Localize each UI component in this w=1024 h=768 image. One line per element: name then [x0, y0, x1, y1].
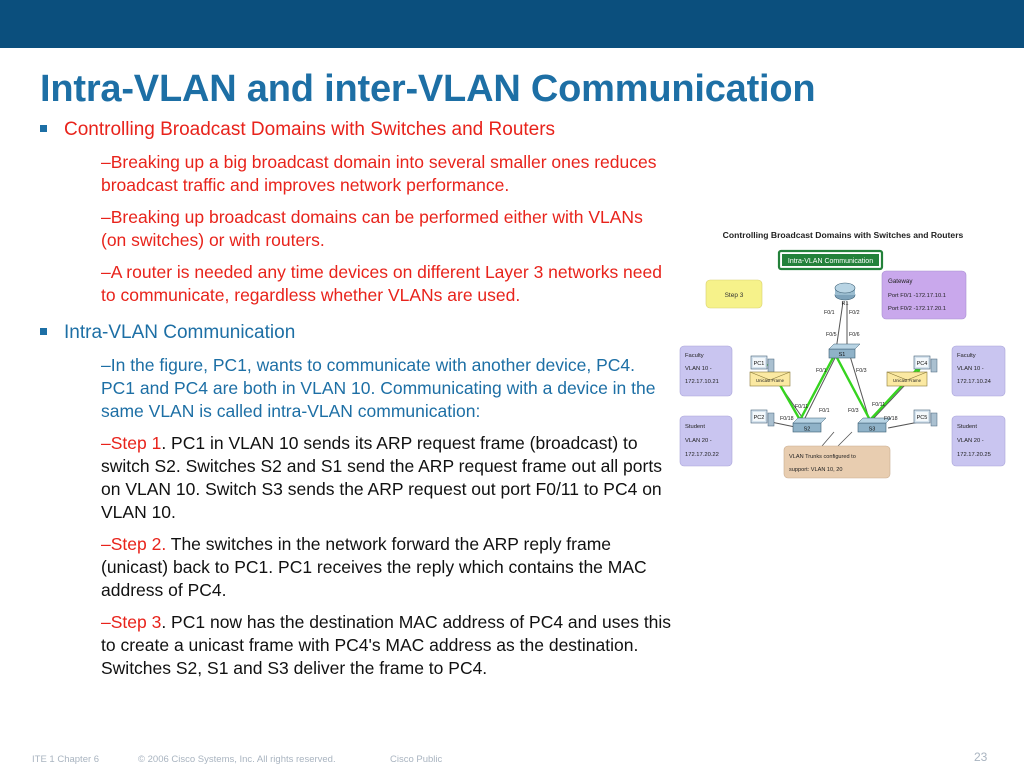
port-label: F0/5 [826, 332, 837, 338]
sub-item: –A router is needed any time devices on … [101, 262, 662, 305]
port-label: F0/1 [819, 408, 830, 414]
envelope-icon [749, 371, 791, 387]
host-vlan: VLAN 10 - [685, 366, 712, 372]
footer: ITE 1 Chapter 6 © 2006 Cisco Systems, In… [0, 748, 1024, 768]
port-label: F0/1 [824, 310, 835, 316]
switch-s2-label: S2 [804, 427, 811, 433]
host-role: Student [957, 424, 977, 430]
switch-s1-label: S1 [839, 352, 846, 358]
trunk-note-box [783, 445, 891, 479]
pointer-s2-note [821, 431, 835, 447]
bullet-marker [40, 125, 47, 132]
host-vlan: VLAN 10 - [957, 366, 984, 372]
host-ip: 172.17.20.22 [685, 452, 719, 458]
port-label: F0/1 [816, 368, 827, 374]
figure-title: Controlling Broadcast Domains with Switc… [723, 230, 964, 240]
host-ip: 172.17.20.25 [957, 452, 991, 458]
port-label: F0/18 [884, 416, 898, 422]
sub-item: –Breaking up broadcast domains can be pe… [101, 207, 643, 250]
host-ip: 172.17.10.24 [957, 379, 992, 385]
port-label: F0/3 [856, 368, 867, 374]
host-vlan: VLAN 20 - [685, 438, 712, 444]
network-diagram: Controlling Broadcast Domains with Switc… [679, 230, 1006, 479]
gateway-port-2: Port F0/2 -172.17.20.1 [888, 306, 946, 312]
port-label: F0/2 [849, 310, 860, 316]
bullet-intra-vlan: Intra-VLAN Communication [40, 321, 672, 345]
bullet-marker [40, 328, 47, 335]
pc5-icon [913, 409, 938, 427]
slide-title: Intra-VLAN and inter-VLAN Communication [40, 68, 816, 110]
slide-body: Controlling Broadcast Domains with Switc… [40, 118, 672, 680]
switch-s3-top [857, 417, 892, 424]
pc2-icon [750, 409, 775, 427]
port-label: F0/11 [795, 404, 808, 410]
envelope-icon [886, 371, 928, 387]
envelope-label: Unicast Frame [893, 378, 922, 383]
bullet-broadcast-domains: Controlling Broadcast Domains with Switc… [40, 118, 672, 142]
page-number: 23 [974, 750, 988, 764]
gateway-port-1: Port F0/1 -172.17.10.1 [888, 293, 946, 299]
pc4-icon [913, 355, 938, 373]
pc1-icon [750, 355, 775, 373]
host-role: Faculty [957, 353, 976, 359]
pc4-label: PC4 [917, 361, 928, 367]
pc2-label: PC2 [754, 415, 765, 421]
pc5-label: PC5 [917, 415, 928, 421]
host-box-student-left [679, 415, 733, 467]
step-label: –Step 1 [101, 433, 162, 453]
link-s1-s2 [803, 355, 837, 421]
port-label: F0/3 [848, 408, 859, 414]
gateway-box [881, 270, 967, 320]
step-text: . PC1 now has the destination MAC addres… [101, 612, 672, 678]
host-box-faculty-right [951, 345, 1006, 397]
sub-item: –Breaking up a big broadcast domain into… [101, 152, 657, 195]
trunk-note-line: VLAN Trunks configured to [789, 454, 856, 460]
switch-s1-top [828, 343, 861, 350]
gateway-title: Gateway [888, 278, 913, 285]
step-text: . PC1 in VLAN 10 sends its ARP request f… [101, 433, 662, 522]
switch-s3-label: S3 [869, 427, 876, 433]
footer-course: ITE 1 Chapter 6 [32, 754, 100, 765]
switch-s2-top [792, 417, 827, 424]
step-text: The switches in the network forward the … [101, 534, 647, 600]
footer-classification: Cisco Public [390, 754, 443, 765]
port-label: F0/11 [872, 402, 885, 408]
step-item: –Step 1. PC1 in VLAN 10 sends its ARP re… [101, 432, 672, 524]
link-r1-s1-a [835, 301, 844, 351]
host-ip: 172.17.10.21 [685, 379, 719, 385]
banner-label: Intra-VLAN Communication [788, 258, 873, 265]
host-role: Faculty [685, 353, 704, 359]
step-label: –Step 2. [101, 534, 167, 554]
step-item: –Step 2. The switches in the network for… [101, 533, 672, 602]
step-box [705, 279, 763, 309]
top-bar [0, 0, 1024, 48]
port-label: F0/18 [780, 416, 794, 422]
pc1-label: PC1 [754, 361, 765, 367]
step-box-label: Step 3 [725, 292, 744, 299]
bullet-heading: Controlling Broadcast Domains with Switc… [64, 119, 556, 140]
router-top [834, 282, 856, 294]
footer-copyright: © 2006 Cisco Systems, Inc. All rights re… [138, 754, 336, 765]
bullet-heading: Intra-VLAN Communication [64, 322, 296, 343]
host-box-faculty-left [679, 345, 733, 397]
step-item: –Step 3. PC1 now has the destination MAC… [101, 611, 672, 680]
host-role: Student [685, 424, 705, 430]
pointer-s3-note [837, 431, 853, 447]
step-label: –Step 3 [101, 612, 162, 632]
router-label: R1 [841, 301, 848, 307]
host-box-student-right [951, 415, 1006, 467]
trunk-note-line: support: VLAN 10, 20 [789, 467, 843, 473]
envelope-label: Unicast Frame [756, 378, 785, 383]
sub-item: –In the figure, PC1, wants to communicat… [101, 355, 656, 421]
host-vlan: VLAN 20 - [957, 438, 984, 444]
unicast-path [766, 351, 923, 423]
banner-fill [782, 254, 879, 266]
link-s1-s3 [849, 355, 871, 423]
port-label: F0/6 [849, 332, 860, 338]
